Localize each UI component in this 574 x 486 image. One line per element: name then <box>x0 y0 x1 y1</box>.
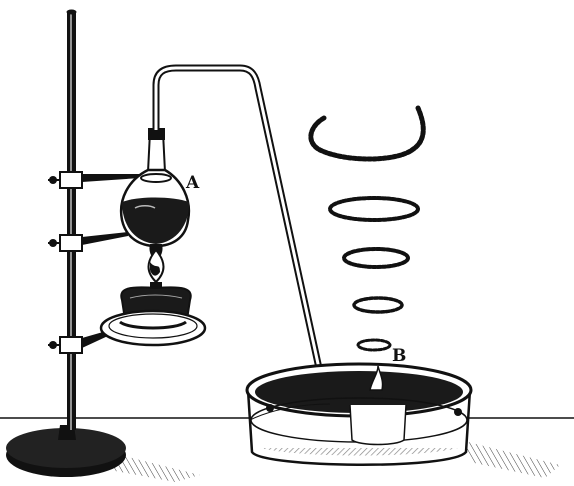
smoke-rings <box>311 108 423 350</box>
water-trough <box>247 364 471 465</box>
flask <box>121 128 189 262</box>
clamp-lower <box>48 330 110 353</box>
clamp-middle <box>48 232 128 251</box>
retort-stand <box>6 10 140 478</box>
spirit-lamp <box>101 250 205 345</box>
clamp-upper <box>48 172 140 188</box>
label-b: B <box>392 346 406 366</box>
label-a: A <box>185 173 200 193</box>
